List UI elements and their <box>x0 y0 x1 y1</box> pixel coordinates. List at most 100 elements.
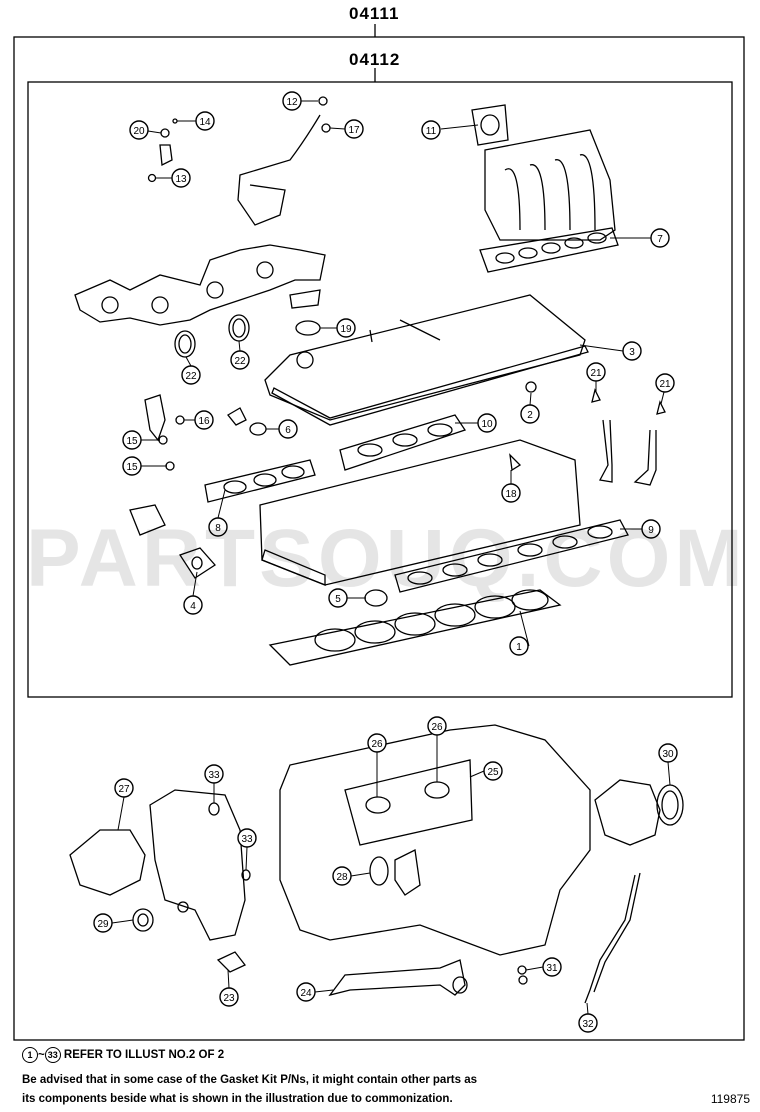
callout-1: 1 <box>509 636 529 656</box>
callout-17: 17 <box>344 119 364 139</box>
svg-text:26: 26 <box>431 722 443 733</box>
callout-19: 19 <box>336 318 356 338</box>
kit-code-label: 04111 <box>349 4 400 23</box>
timing-cover <box>149 789 246 941</box>
svg-text:13: 13 <box>175 174 187 185</box>
sub-kit-code-label: 04112 <box>349 50 401 69</box>
svg-text:28: 28 <box>336 872 348 883</box>
callout-3: 3 <box>622 341 642 361</box>
gasket-10 <box>339 414 467 471</box>
callout-22a: 22 <box>181 365 201 385</box>
svg-text:33: 33 <box>241 834 253 845</box>
valve-b <box>633 429 657 486</box>
svg-text:11: 11 <box>426 126 437 137</box>
svg-text:17: 17 <box>348 125 360 136</box>
advice-line-1: Be advised that in some case of the Gask… <box>22 1074 478 1086</box>
svg-text:26: 26 <box>371 739 383 750</box>
callout-31: 31 <box>542 957 562 977</box>
callout-32: 32 <box>578 1013 598 1033</box>
callout-21b: 21 <box>655 373 675 393</box>
callout-15b: 15 <box>122 456 142 476</box>
callout-10: 10 <box>477 413 497 433</box>
callout-6: 6 <box>278 419 298 439</box>
callout-26b: 26 <box>427 716 447 736</box>
svg-text:23: 23 <box>223 993 235 1004</box>
intake-manifold <box>471 104 619 273</box>
svg-text:21: 21 <box>590 368 602 379</box>
svg-text:22: 22 <box>185 371 197 382</box>
seal-29 <box>132 908 154 932</box>
svg-text:21: 21 <box>659 379 671 390</box>
svg-text:4: 4 <box>190 601 196 612</box>
inner-kit-frame <box>27 81 733 698</box>
callout-23: 23 <box>219 987 239 1007</box>
svg-text:9: 9 <box>648 525 654 536</box>
callouts: 1 2 3 4 5 6 7 8 9 10 11 12 13 14 15 15 1… <box>93 91 678 1033</box>
callout-20: 20 <box>129 120 149 140</box>
callout-13: 13 <box>171 168 191 188</box>
svg-text:12: 12 <box>286 97 298 108</box>
gasket-8 <box>204 459 316 503</box>
gasket-23 <box>216 951 247 973</box>
callout-28: 28 <box>332 866 352 886</box>
callout-18: 18 <box>501 483 521 503</box>
svg-text:6: 6 <box>285 425 291 436</box>
gasket-19 <box>295 320 321 336</box>
timing-cover-gasket-25 <box>344 759 473 846</box>
watermark: PARTSOUQ.COM <box>26 513 747 604</box>
callout-5: 5 <box>328 588 348 608</box>
refer-text: REFER TO ILLUST NO.2 OF 2 <box>63 1049 225 1062</box>
callout-29: 29 <box>93 913 113 933</box>
sensor-15 <box>144 394 166 442</box>
svg-text:10: 10 <box>481 419 493 430</box>
callout-30: 30 <box>658 743 678 763</box>
callout-26a: 26 <box>367 733 387 753</box>
svg-text:15: 15 <box>126 436 138 447</box>
engine-block <box>279 724 591 956</box>
callout-16: 16 <box>194 410 214 430</box>
gasket-9 <box>394 519 629 593</box>
svg-text:3: 3 <box>629 347 635 358</box>
cylinder-head <box>259 439 581 586</box>
callout-11: 11 <box>421 120 441 140</box>
svg-text:1: 1 <box>516 642 522 653</box>
svg-text:25: 25 <box>487 767 499 778</box>
rear-housing <box>594 779 661 846</box>
exhaust-manifold <box>74 244 326 326</box>
outer-kit-frame <box>13 36 745 1041</box>
valve-a <box>599 419 613 483</box>
ring-6 <box>249 422 267 436</box>
water-pump <box>69 829 146 896</box>
range-start-badge: 1 <box>22 1047 38 1063</box>
advice-line-2: its components beside what is shown in t… <box>22 1093 453 1105</box>
svg-text:15: 15 <box>126 462 138 473</box>
svg-text:27: 27 <box>118 784 130 795</box>
callout-8: 8 <box>208 517 228 537</box>
svg-text:8: 8 <box>215 523 221 534</box>
svg-text:19: 19 <box>340 324 352 335</box>
svg-text:22: 22 <box>234 356 246 367</box>
callout-27: 27 <box>114 778 134 798</box>
callout-33b: 33 <box>237 828 257 848</box>
pcv-hose <box>147 96 331 226</box>
callout-9: 9 <box>641 519 661 539</box>
callout-4: 4 <box>183 595 203 615</box>
seal-21b <box>656 400 666 415</box>
callout-2: 2 <box>520 404 540 424</box>
svg-text:18: 18 <box>505 489 517 500</box>
svg-text:33: 33 <box>208 770 220 781</box>
range-separator: ~ <box>38 1049 45 1062</box>
svg-text:30: 30 <box>662 749 674 760</box>
callout-15a: 15 <box>122 430 142 450</box>
svg-text:7: 7 <box>657 234 663 245</box>
svg-text:24: 24 <box>300 988 312 999</box>
callout-14: 14 <box>195 111 215 131</box>
svg-text:31: 31 <box>546 963 558 974</box>
leader-lines <box>111 100 671 1015</box>
seal-28 <box>369 856 389 886</box>
callout-7: 7 <box>650 228 670 248</box>
callout-33a: 33 <box>204 764 224 784</box>
oil-pipe-24 <box>328 959 466 997</box>
svg-text:5: 5 <box>335 594 341 605</box>
